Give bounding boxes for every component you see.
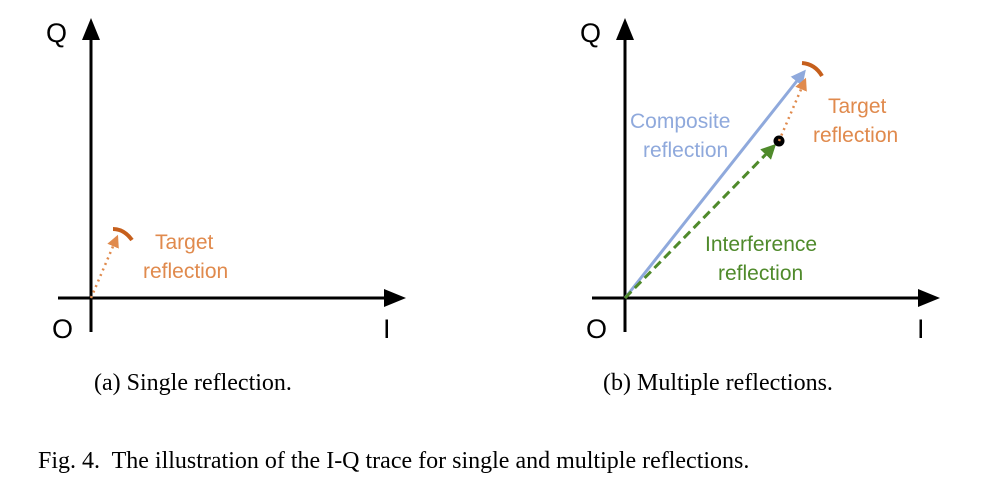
composite-label-line1: Composite: [630, 110, 730, 133]
i-axis-label-b: I: [917, 314, 925, 344]
origin-label-b: O: [586, 314, 607, 344]
panel-b: Q I O Composite reflection Target reflec…: [580, 18, 940, 396]
interference-reflection-vector: [623, 143, 777, 300]
target-label-a-line1: Target: [155, 231, 214, 254]
target-reflection-vector-a: [89, 234, 119, 299]
target-label-a-line2: reflection: [143, 260, 228, 283]
i-axis-label-a: I: [383, 314, 391, 344]
i-axis-arrowhead-a: [384, 289, 406, 307]
target-marker-a: [112, 227, 134, 242]
q-axis-arrowhead-b: [616, 18, 634, 40]
i-axis-arrowhead-b: [918, 289, 940, 307]
caption-b: (b) Multiple reflections.: [603, 370, 833, 396]
figure-caption: Fig. 4. The illustration of the I-Q trac…: [38, 448, 749, 474]
panel-a: Q I O Target reflection (a) Single refle…: [46, 18, 406, 396]
q-axis-arrowhead-a: [82, 18, 100, 40]
q-axis-label-b: Q: [580, 18, 601, 48]
target-label-b-line1: Target: [828, 95, 887, 118]
target-label-b-line2: reflection: [813, 124, 898, 147]
origin-label-a: O: [52, 314, 73, 344]
q-axis-label-a: Q: [46, 18, 67, 48]
target-reflection-vector-b: [777, 77, 807, 142]
composite-reflection-vector: [623, 69, 806, 299]
interference-label-line1: Interference: [705, 233, 817, 256]
interference-label-line2: reflection: [718, 262, 803, 285]
composite-label-line2: reflection: [643, 139, 728, 162]
caption-a: (a) Single reflection.: [94, 370, 292, 396]
target-marker-b: [801, 61, 824, 78]
